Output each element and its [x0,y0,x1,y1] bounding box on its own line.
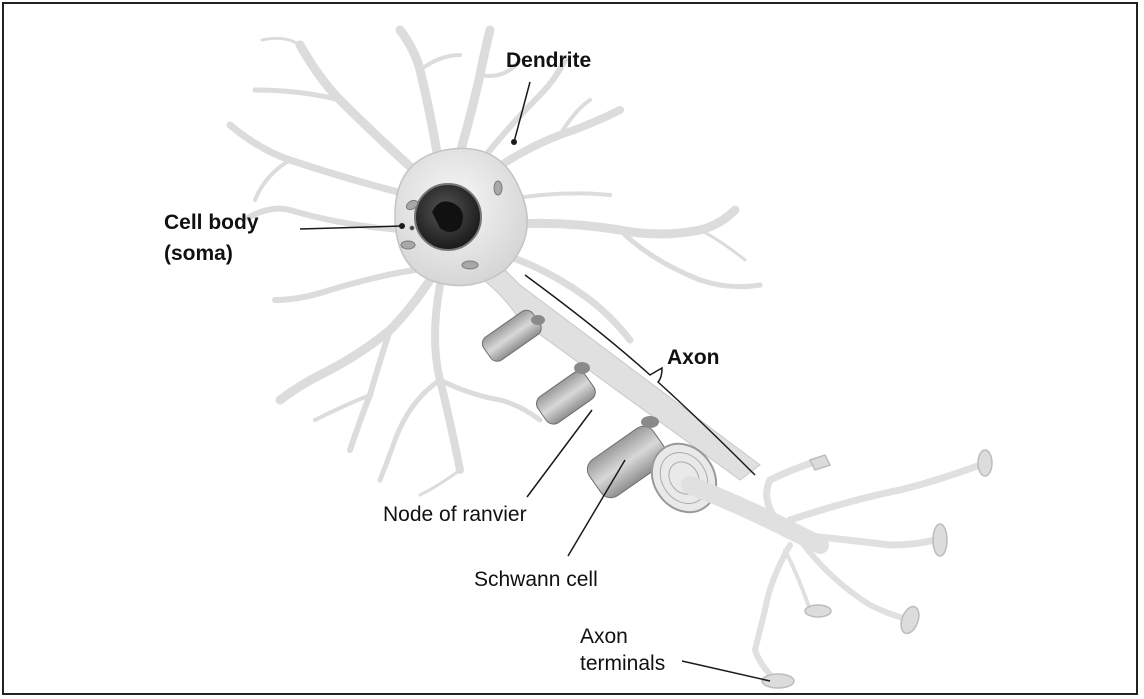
label-soma: (soma) [164,241,233,266]
label-axon-terminals-2: terminals [580,651,665,676]
axon-terminal-branches [690,460,980,680]
label-node-of-ranvier: Node of ranvier [383,502,527,527]
terminal-knobs [762,450,992,688]
label-schwann-cell: Schwann cell [474,567,598,592]
label-dendrite: Dendrite [506,48,591,73]
label-cell-body: Cell body [164,210,259,235]
label-axon-terminals-1: Axon [580,624,628,649]
label-axon: Axon [667,345,720,370]
